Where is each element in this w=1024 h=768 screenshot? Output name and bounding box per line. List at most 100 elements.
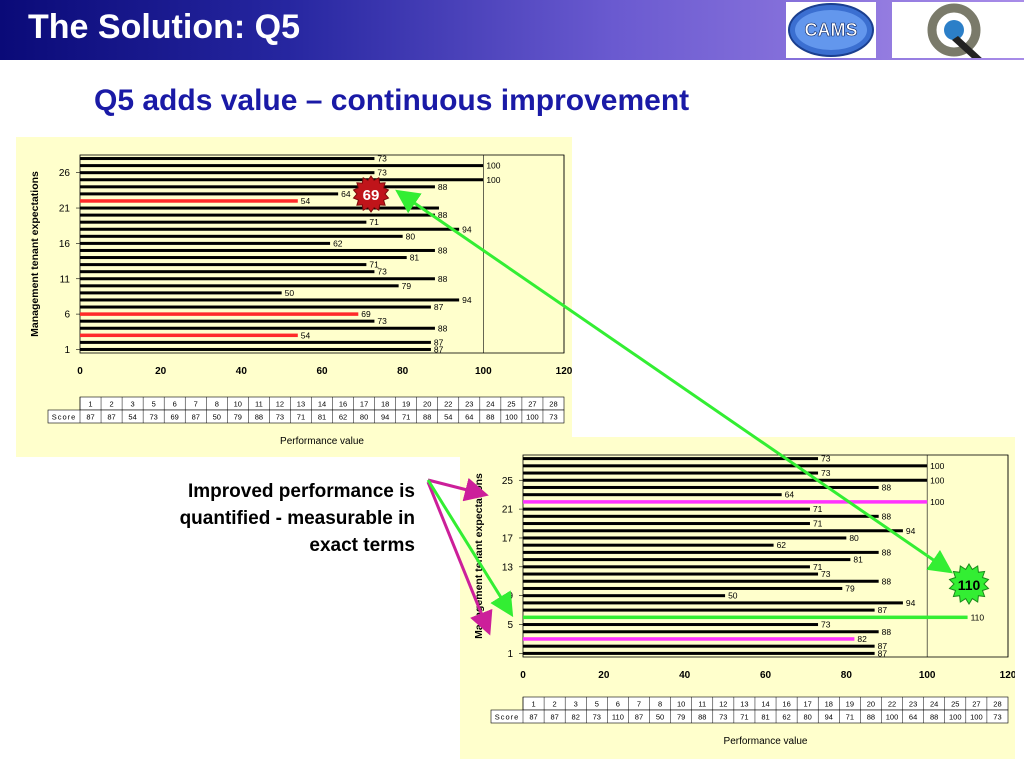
bar bbox=[80, 164, 484, 168]
table-category: 7 bbox=[194, 400, 198, 409]
bar bbox=[80, 284, 399, 288]
bar bbox=[80, 333, 298, 338]
bar bbox=[80, 270, 375, 274]
x-tick-label: 40 bbox=[679, 670, 691, 681]
table-category: 1 bbox=[531, 700, 535, 709]
table-row-label: Score bbox=[495, 713, 520, 722]
table-category: 17 bbox=[360, 400, 368, 409]
bar bbox=[80, 326, 435, 330]
y-tick-label: 6 bbox=[64, 310, 70, 321]
bar-data-label: 79 bbox=[845, 583, 855, 593]
caption-arrow-magenta bbox=[427, 477, 489, 502]
bar bbox=[80, 305, 431, 309]
before-score-badge bbox=[352, 175, 390, 213]
table-value: 80 bbox=[360, 413, 368, 422]
bar bbox=[80, 298, 460, 302]
bar-data-label: 71 bbox=[369, 217, 379, 227]
table-value: 64 bbox=[909, 713, 917, 722]
bar-data-label: 54 bbox=[301, 330, 311, 340]
title-bar: The Solution: Q5 CAMS bbox=[0, 0, 1024, 60]
table-category: 2 bbox=[553, 700, 557, 709]
table-category: 3 bbox=[131, 400, 135, 409]
table-value: 100 bbox=[886, 713, 899, 722]
bar bbox=[523, 594, 726, 598]
bar-data-label: 54 bbox=[301, 196, 311, 206]
x-tick-label: 40 bbox=[236, 366, 248, 377]
table-value: 73 bbox=[593, 713, 601, 722]
table-category: 24 bbox=[930, 700, 938, 709]
table-value: 87 bbox=[529, 713, 537, 722]
table-value: 88 bbox=[867, 713, 875, 722]
x-axis-label: Performance value bbox=[280, 436, 364, 447]
bar bbox=[523, 572, 819, 576]
y-tick-label: 1 bbox=[64, 345, 70, 356]
table-category: 27 bbox=[972, 700, 980, 709]
slide-subtitle: Q5 adds value – continuous improvement bbox=[94, 84, 690, 117]
bar-data-label: 73 bbox=[821, 569, 831, 579]
table-value: 87 bbox=[107, 413, 115, 422]
table-value: 71 bbox=[740, 713, 748, 722]
bar bbox=[80, 157, 375, 161]
table-category: 8 bbox=[215, 400, 219, 409]
table-value: 94 bbox=[825, 713, 833, 722]
bar-data-label: 88 bbox=[882, 627, 892, 637]
table-value: 50 bbox=[213, 413, 221, 422]
bar bbox=[80, 234, 403, 238]
bar-data-label: 73 bbox=[377, 316, 387, 326]
slide-title: The Solution: Q5 bbox=[28, 8, 300, 46]
table-category: 12 bbox=[276, 400, 284, 409]
y-tick-label: 16 bbox=[59, 239, 71, 250]
bar bbox=[80, 312, 359, 316]
table-value: 73 bbox=[149, 413, 157, 422]
table-category: 18 bbox=[825, 700, 833, 709]
table-value: 81 bbox=[318, 413, 326, 422]
bar bbox=[80, 241, 331, 245]
bar-data-label: 50 bbox=[728, 591, 738, 601]
table-value: 73 bbox=[276, 413, 284, 422]
q-logo-graphic bbox=[927, 3, 984, 60]
bar bbox=[80, 277, 435, 281]
table-category: 19 bbox=[846, 700, 854, 709]
table-value: 87 bbox=[192, 413, 200, 422]
bar bbox=[80, 263, 367, 267]
bar-data-label: 100 bbox=[486, 175, 500, 185]
bar bbox=[80, 213, 435, 217]
table-category: 20 bbox=[867, 700, 875, 709]
bar-data-label: 62 bbox=[333, 238, 343, 248]
bar-data-label: 94 bbox=[906, 598, 916, 608]
table-value: 87 bbox=[550, 713, 558, 722]
cams-logo-text: CAMS bbox=[805, 20, 858, 40]
bar bbox=[80, 291, 282, 295]
bar bbox=[80, 178, 484, 182]
table-category: 11 bbox=[255, 400, 263, 409]
x-tick-label: 0 bbox=[520, 670, 526, 681]
table-value: 79 bbox=[234, 413, 242, 422]
table-category: 5 bbox=[152, 400, 156, 409]
table-category: 5 bbox=[595, 700, 599, 709]
bar bbox=[523, 579, 879, 583]
table-value: 82 bbox=[572, 713, 580, 722]
y-tick-label: 26 bbox=[59, 168, 71, 179]
table-category: 6 bbox=[616, 700, 620, 709]
bar-data-label: 73 bbox=[377, 154, 387, 164]
table-value: 69 bbox=[171, 413, 179, 422]
bar bbox=[80, 199, 298, 203]
bar-data-label: 82 bbox=[857, 634, 867, 644]
table-category: 12 bbox=[719, 700, 727, 709]
x-axis-label: Performance value bbox=[724, 736, 808, 747]
x-tick-label: 60 bbox=[316, 366, 328, 377]
bar bbox=[80, 319, 375, 323]
bar bbox=[523, 615, 968, 620]
table-value: 54 bbox=[128, 413, 136, 422]
table-category: 3 bbox=[574, 700, 578, 709]
table-category: 22 bbox=[888, 700, 896, 709]
table-value: 87 bbox=[86, 413, 94, 422]
table-value: 73 bbox=[719, 713, 727, 722]
table-row-label: Score bbox=[52, 413, 77, 422]
bar bbox=[523, 608, 875, 612]
x-tick-label: 120 bbox=[1000, 670, 1015, 681]
bar-data-label: 50 bbox=[285, 288, 295, 298]
table-score-row bbox=[490, 709, 1009, 724]
caption-line: exact terms bbox=[309, 535, 415, 556]
